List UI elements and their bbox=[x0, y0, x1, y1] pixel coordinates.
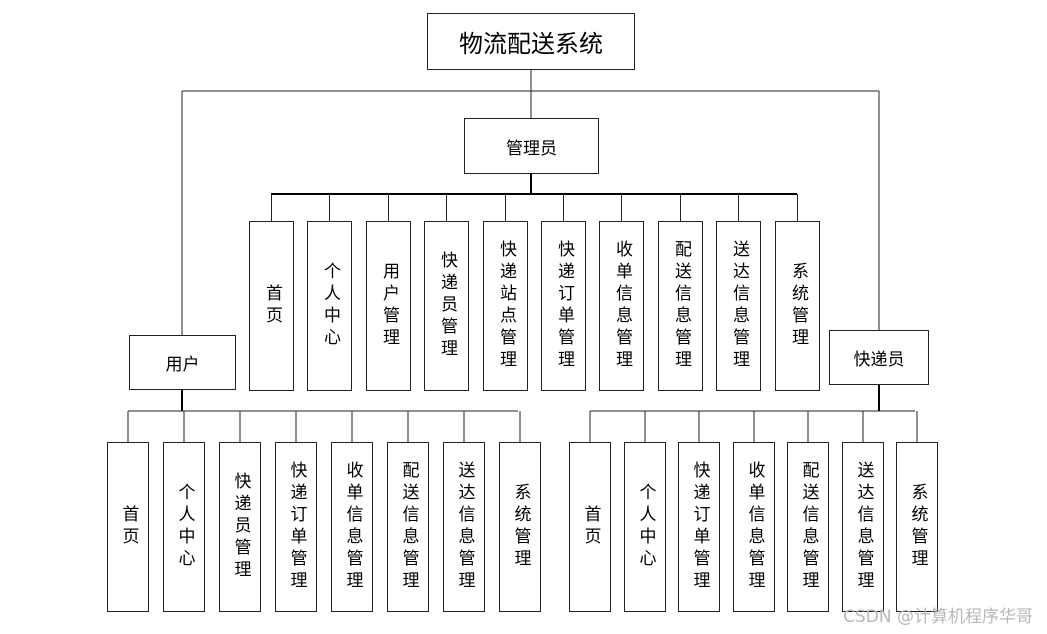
courier-module-label: 个人中心 bbox=[635, 483, 656, 571]
admin-node: 管理员 bbox=[464, 118, 599, 174]
courier-module-0: 首页 bbox=[569, 442, 611, 612]
courier-module-label: 送达信息管理 bbox=[853, 461, 874, 593]
user-module-0: 首页 bbox=[107, 442, 149, 612]
user-module-label: 送达信息管理 bbox=[454, 461, 475, 593]
user-module-label: 快递员管理 bbox=[230, 472, 251, 582]
admin-module-label: 收单信息管理 bbox=[612, 240, 632, 372]
user-module-label: 配送信息管理 bbox=[398, 461, 419, 593]
admin-module-0: 首页 bbox=[249, 221, 294, 391]
user-module-4: 收单信息管理 bbox=[331, 442, 373, 612]
root-node: 物流配送系统 bbox=[427, 13, 635, 70]
user-module-6: 送达信息管理 bbox=[443, 442, 485, 612]
admin-label: 管理员 bbox=[506, 138, 557, 159]
user-module-label: 系统管理 bbox=[510, 483, 531, 571]
user-module-2: 快递员管理 bbox=[219, 442, 261, 612]
courier-label: 快递员 bbox=[853, 350, 905, 370]
user-module-3: 快递订单管理 bbox=[275, 442, 317, 612]
admin-module-4: 快递站点管理 bbox=[483, 221, 528, 391]
user-label: 用户 bbox=[165, 355, 200, 375]
admin-module-label: 个人中心 bbox=[320, 262, 340, 350]
admin-module-9: 系统管理 bbox=[775, 221, 820, 391]
watermark: CSDN @计算机程序华哥 bbox=[843, 607, 1033, 627]
admin-module-label: 快递员管理 bbox=[437, 251, 457, 361]
admin-module-2: 用户管理 bbox=[366, 221, 411, 391]
courier-module-label: 收单信息管理 bbox=[744, 461, 765, 593]
user-module-7: 系统管理 bbox=[499, 442, 541, 612]
user-module-label: 首页 bbox=[118, 505, 139, 549]
courier-module-label: 首页 bbox=[580, 505, 601, 549]
courier-module-6: 系统管理 bbox=[896, 442, 938, 612]
courier-module-label: 系统管理 bbox=[907, 483, 928, 571]
courier-module-3: 收单信息管理 bbox=[733, 442, 775, 612]
admin-module-5: 快递订单管理 bbox=[541, 221, 586, 391]
user-node: 用户 bbox=[129, 335, 236, 390]
admin-module-label: 送达信息管理 bbox=[729, 240, 749, 372]
user-module-label: 快递订单管理 bbox=[286, 461, 307, 593]
user-module-1: 个人中心 bbox=[163, 442, 205, 612]
admin-module-label: 快递站点管理 bbox=[496, 240, 516, 372]
courier-module-4: 配送信息管理 bbox=[787, 442, 829, 612]
root-label: 物流配送系统 bbox=[459, 30, 603, 58]
admin-module-label: 系统管理 bbox=[788, 262, 808, 350]
admin-module-label: 快递订单管理 bbox=[554, 240, 574, 372]
courier-module-1: 个人中心 bbox=[624, 442, 666, 612]
user-module-label: 收单信息管理 bbox=[342, 461, 363, 593]
admin-module-3: 快递员管理 bbox=[424, 221, 469, 391]
courier-module-label: 快递订单管理 bbox=[689, 461, 710, 593]
admin-module-6: 收单信息管理 bbox=[599, 221, 644, 391]
courier-module-2: 快递订单管理 bbox=[678, 442, 720, 612]
courier-node: 快递员 bbox=[829, 330, 929, 385]
admin-module-label: 首页 bbox=[262, 284, 282, 328]
admin-module-8: 送达信息管理 bbox=[716, 221, 761, 391]
courier-module-label: 配送信息管理 bbox=[798, 461, 819, 593]
admin-module-label: 配送信息管理 bbox=[671, 240, 691, 372]
courier-module-5: 送达信息管理 bbox=[842, 442, 884, 612]
user-module-5: 配送信息管理 bbox=[387, 442, 429, 612]
admin-module-1: 个人中心 bbox=[307, 221, 352, 391]
user-module-label: 个人中心 bbox=[174, 483, 195, 571]
admin-module-7: 配送信息管理 bbox=[658, 221, 703, 391]
admin-module-label: 用户管理 bbox=[379, 262, 399, 350]
